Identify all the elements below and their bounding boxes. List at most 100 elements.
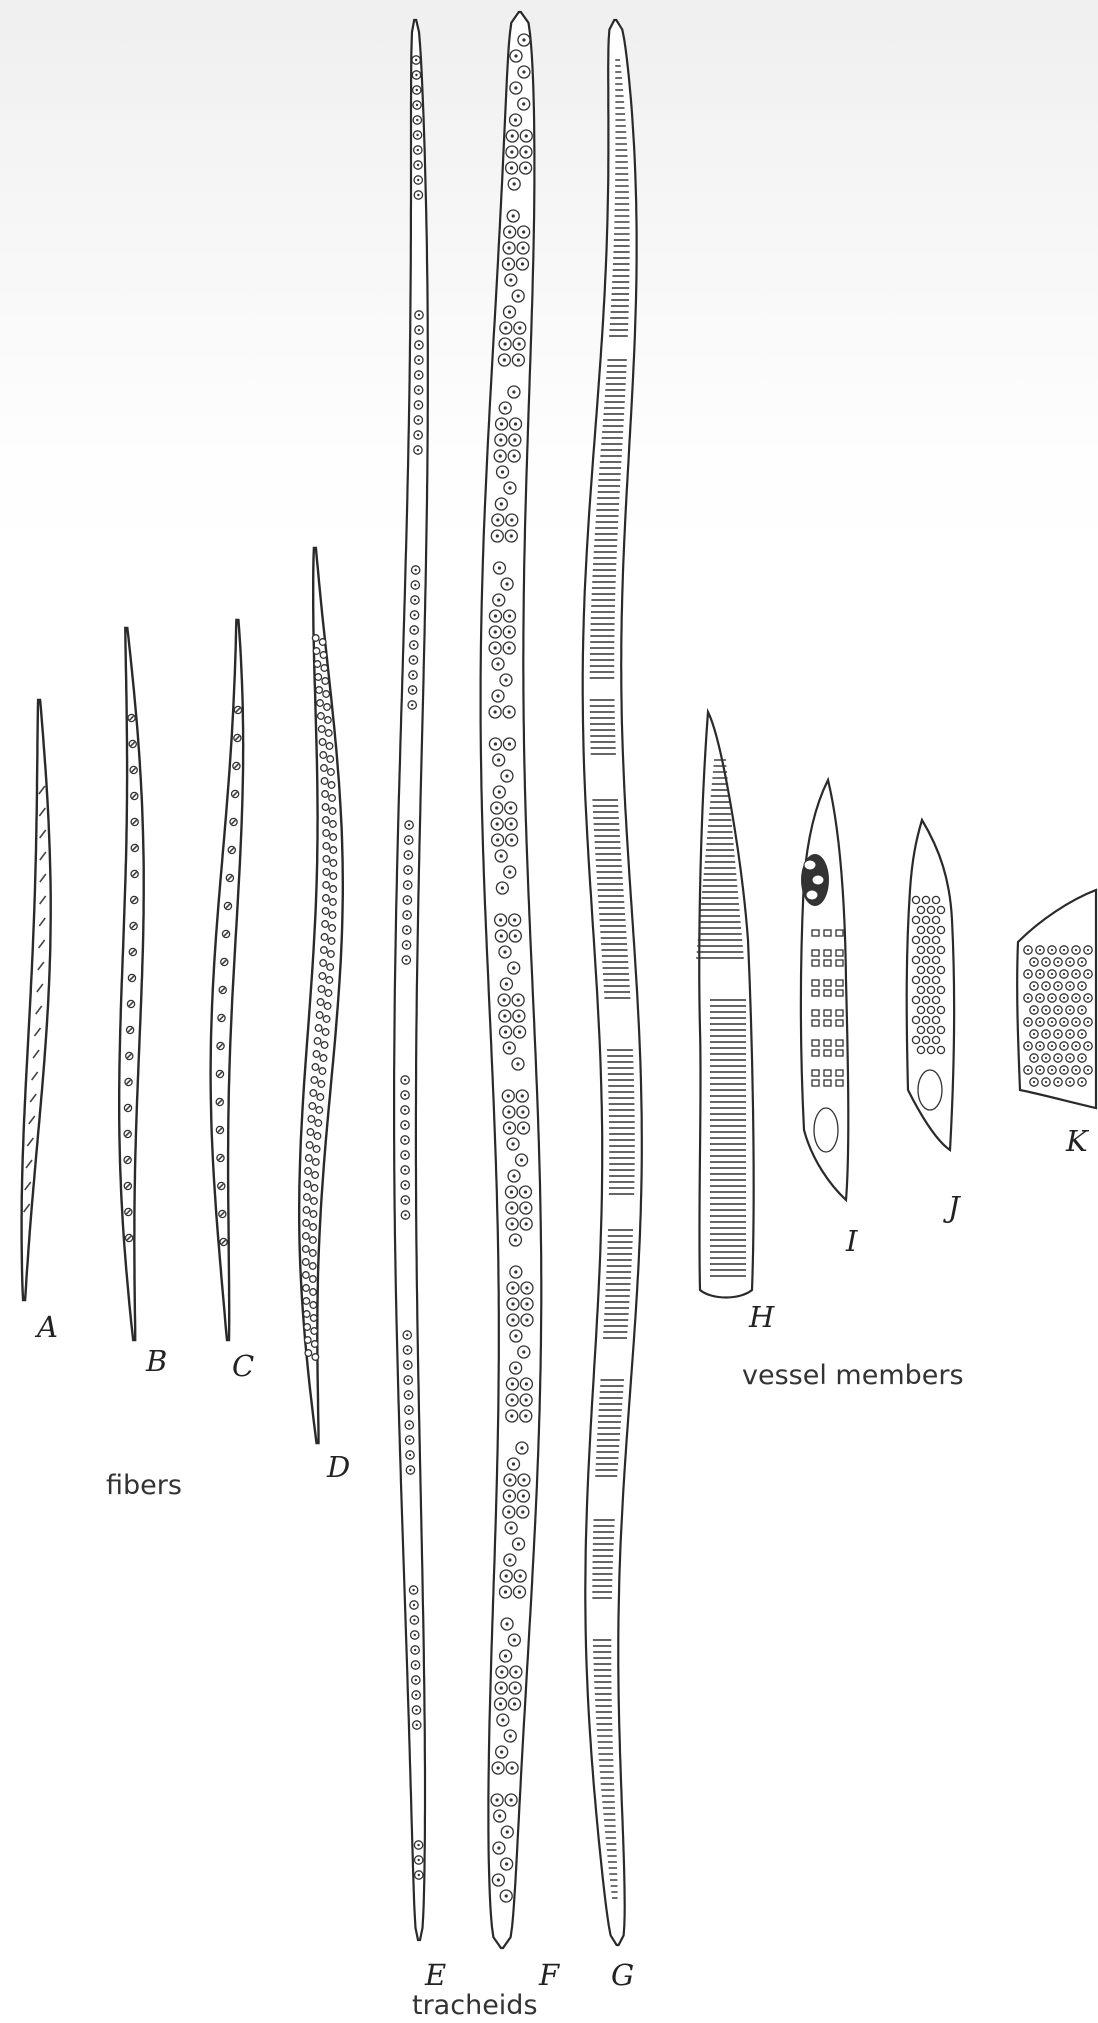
fiber-d-pit — [304, 1194, 311, 1201]
vessel-j-pit — [922, 896, 929, 903]
vessel-k-pit-aperture — [1027, 1045, 1029, 1047]
tracheid-f-pit-aperture — [508, 614, 511, 617]
vessel-k-pit-aperture — [1045, 1009, 1047, 1011]
vessel-k-pit-aperture — [1033, 1081, 1035, 1083]
vessel-k-pit-aperture — [1057, 985, 1059, 987]
vessel-i-pit — [824, 1050, 831, 1056]
vessel-j-pit — [937, 906, 944, 913]
tracheid-f-pit-aperture — [499, 1702, 502, 1705]
fiber-d-pit — [309, 1103, 316, 1110]
fiber-a-pit — [38, 962, 44, 970]
tracheid-e-pit-aperture — [412, 659, 414, 661]
fiber-d-pit — [309, 1263, 316, 1270]
vessel-k-pit-aperture — [1069, 1009, 1071, 1011]
tracheid-f-pit-aperture — [505, 582, 508, 585]
fiber-d-pit — [312, 1172, 319, 1179]
tracheid-e-pit-aperture — [418, 329, 420, 331]
tracheid-f-pit-aperture — [518, 1590, 521, 1593]
vessel-k-pit-aperture — [1039, 973, 1041, 975]
tracheid-f-pit-aperture — [510, 1190, 513, 1193]
tracheid-f-pit-aperture — [501, 886, 504, 889]
vessel-k-pit-aperture — [1081, 961, 1083, 963]
fiber-a-pit — [40, 830, 46, 838]
tracheid-e-pit-aperture — [412, 674, 414, 676]
tracheid-f-pit-aperture — [518, 326, 521, 329]
tracheid-e-pit-aperture — [418, 344, 420, 346]
vessel-i-pit — [806, 890, 818, 900]
fiber-cells — [22, 548, 343, 1443]
vessel-i-pit — [812, 990, 819, 996]
tracheid-e-pit-aperture — [415, 1679, 417, 1681]
tracheid-f-pit-aperture — [511, 134, 514, 137]
fiber-d-pit — [323, 843, 330, 850]
vessel-k-pit-aperture — [1063, 997, 1065, 999]
fiber-d-pit — [315, 1025, 322, 1032]
vessel-k-pit-aperture — [1087, 973, 1089, 975]
tracheid-e-pit-aperture — [415, 59, 417, 61]
tracheid-f-pit-aperture — [517, 342, 520, 345]
tracheid-f-pit-aperture — [517, 358, 520, 361]
label-tracheid-g: G — [611, 1958, 634, 1992]
label-tracheid-f: F — [539, 1958, 559, 1992]
tracheid-e-pit-aperture — [404, 1139, 406, 1141]
vessel-k-pit-aperture — [1075, 1069, 1077, 1071]
tracheid-f-pit-aperture — [522, 1494, 525, 1497]
vessel-j-pit — [912, 1016, 919, 1023]
vessel-k-pit-aperture — [1027, 997, 1029, 999]
tracheid-f-pit-aperture — [505, 982, 508, 985]
vessel-j-perforation — [918, 1070, 942, 1110]
vessel-k-pit-aperture — [1027, 1021, 1029, 1023]
tracheid-e-pit-aperture — [408, 1424, 410, 1426]
tracheid-f-pit-aperture — [510, 1766, 513, 1769]
tracheid-f-pit-aperture — [497, 758, 500, 761]
tracheid-f-pit-aperture — [513, 454, 516, 457]
tracheid-f-pit-aperture — [525, 134, 528, 137]
tracheid-f-pit-aperture — [505, 1574, 508, 1577]
vessel-k-pit-aperture — [1063, 1045, 1065, 1047]
vessel-i — [801, 780, 848, 1200]
vessel-j-pit — [912, 1036, 919, 1043]
vessel-k-pit-aperture — [1081, 1009, 1083, 1011]
vessel-k-pit-aperture — [1081, 1081, 1083, 1083]
fiber-d-pit — [312, 1064, 319, 1071]
tracheid-f-pit-aperture — [505, 1862, 508, 1865]
tracheid-f-pit-aperture — [508, 646, 511, 649]
tracheid-e-pit-aperture — [415, 74, 417, 76]
vessel-k-pit-aperture — [1051, 1045, 1053, 1047]
fiber-d-pit — [330, 886, 337, 893]
tracheid-e-pit-aperture — [406, 914, 408, 916]
tracheid-f-pit-aperture — [522, 102, 525, 105]
tracheid-e-pit-aperture — [417, 1844, 419, 1846]
tracheid-e-pit-aperture — [405, 959, 407, 961]
tracheid-f-pit-aperture — [508, 230, 511, 233]
fiber-d-pit — [321, 765, 328, 772]
vessel-h — [696, 712, 753, 1298]
tracheid-e-pit-aperture — [414, 1649, 416, 1651]
vessel-j-pit — [922, 1036, 929, 1043]
fiber-d-pit — [305, 1350, 312, 1357]
tracheid-f-pit-aperture — [509, 278, 512, 281]
tracheid-f-pit-aperture — [514, 1366, 517, 1369]
tracheid-e-pit-aperture — [414, 584, 416, 586]
fiber-d-pit — [310, 1250, 317, 1257]
fiber-d-pit — [317, 999, 324, 1006]
tracheid-f-pit-aperture — [510, 166, 513, 169]
vessel-j-pit — [937, 1026, 944, 1033]
vessel-k-pit-aperture — [1039, 1045, 1041, 1047]
vessel-i-pit — [824, 1080, 831, 1086]
fiber-d-pit — [304, 1181, 311, 1188]
vessel-k-pit-aperture — [1063, 1069, 1065, 1071]
fiber-d-pit — [330, 821, 337, 828]
tracheid-f-pit-aperture — [524, 166, 527, 169]
tracheid-e-pit-aperture — [414, 569, 416, 571]
vessel-i-pit — [836, 960, 843, 966]
tracheid-f-pit-aperture — [506, 1830, 509, 1833]
tracheid-f-pit-aperture — [508, 870, 511, 873]
vessel-i-pit — [824, 1020, 831, 1026]
vessel-k-pit-aperture — [1057, 1081, 1059, 1083]
tracheid-f-pit-aperture — [520, 1446, 523, 1449]
fiber-d-pit — [303, 1298, 310, 1305]
vessel-j-pit — [932, 1036, 939, 1043]
vessel-k-pit-aperture — [1045, 1033, 1047, 1035]
tracheid-f-pit-aperture — [508, 1046, 511, 1049]
